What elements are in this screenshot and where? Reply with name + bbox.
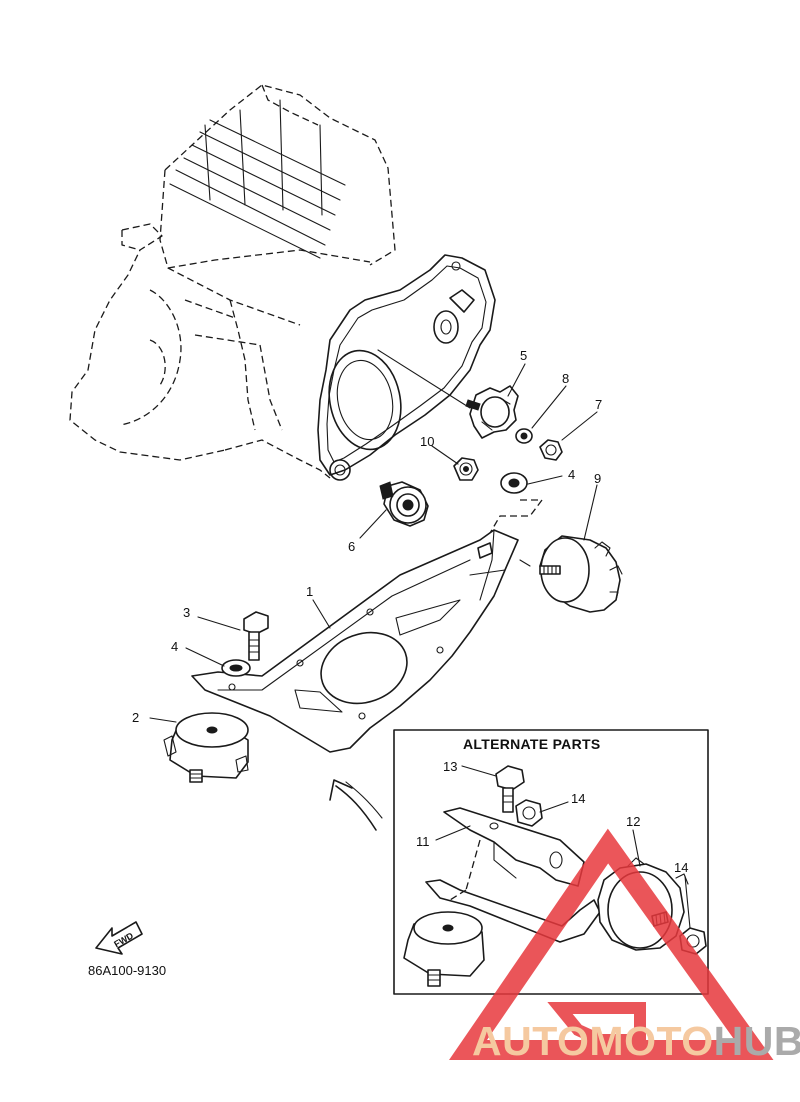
part-1-engine-bracket (191, 529, 531, 753)
callout-14-upper: 14 (571, 791, 585, 806)
part-4-washer-lower (221, 659, 251, 677)
document-code: 86A100-9130 (88, 963, 166, 978)
callout-5: 5 (520, 348, 527, 363)
engine-outline (69, 84, 496, 481)
callout-9: 9 (594, 471, 601, 486)
part-8-washer (515, 428, 533, 444)
part-11-bracket (425, 807, 601, 943)
callout-leaders (149, 363, 691, 929)
forward-direction-indicator: FWD (95, 921, 143, 955)
part-2-rubber-mount (163, 712, 249, 783)
callout-4-lower: 4 (171, 639, 178, 654)
callout-1: 1 (306, 584, 313, 599)
callout-13: 13 (443, 759, 457, 774)
alternate-parts-box: ALTERNATE PARTS (393, 729, 709, 995)
callout-3: 3 (183, 605, 190, 620)
callout-11: 11 (416, 834, 430, 849)
callout-7: 7 (595, 397, 602, 412)
part-9-rubber-mount (539, 535, 623, 613)
callout-6: 6 (348, 539, 355, 554)
callout-14-lower: 14 (674, 860, 688, 875)
callout-2: 2 (132, 710, 139, 725)
alternate-parts-title: ALTERNATE PARTS (463, 736, 601, 752)
callout-10: 10 (420, 434, 434, 449)
part-10-nut (453, 457, 479, 481)
part-7-nut (539, 439, 563, 461)
assembly-direction-arrow (329, 779, 383, 831)
callout-4-upper: 4 (568, 467, 575, 482)
watermark-logo-triangle (449, 828, 774, 1060)
alternate-front-mount (403, 911, 485, 987)
watermark-automotohub: AUTOMOTOHUB (472, 1018, 800, 1064)
part-4-washer-upper (485, 472, 543, 541)
watermark-part1: AUTOMOTO (472, 1018, 714, 1064)
part-5-rubber-mount (465, 385, 519, 439)
part-13-bolt (495, 765, 525, 813)
part-14-nut-upper (515, 799, 543, 827)
callout-labels: 1 2 3 4 4 5 6 7 8 9 10 11 12 13 14 14 (132, 348, 688, 875)
part-3-bolt (243, 611, 269, 661)
callout-8: 8 (562, 371, 569, 386)
watermark-part2: HUB (713, 1018, 800, 1064)
callout-12: 12 (626, 814, 640, 829)
part-6-collar (379, 481, 429, 527)
